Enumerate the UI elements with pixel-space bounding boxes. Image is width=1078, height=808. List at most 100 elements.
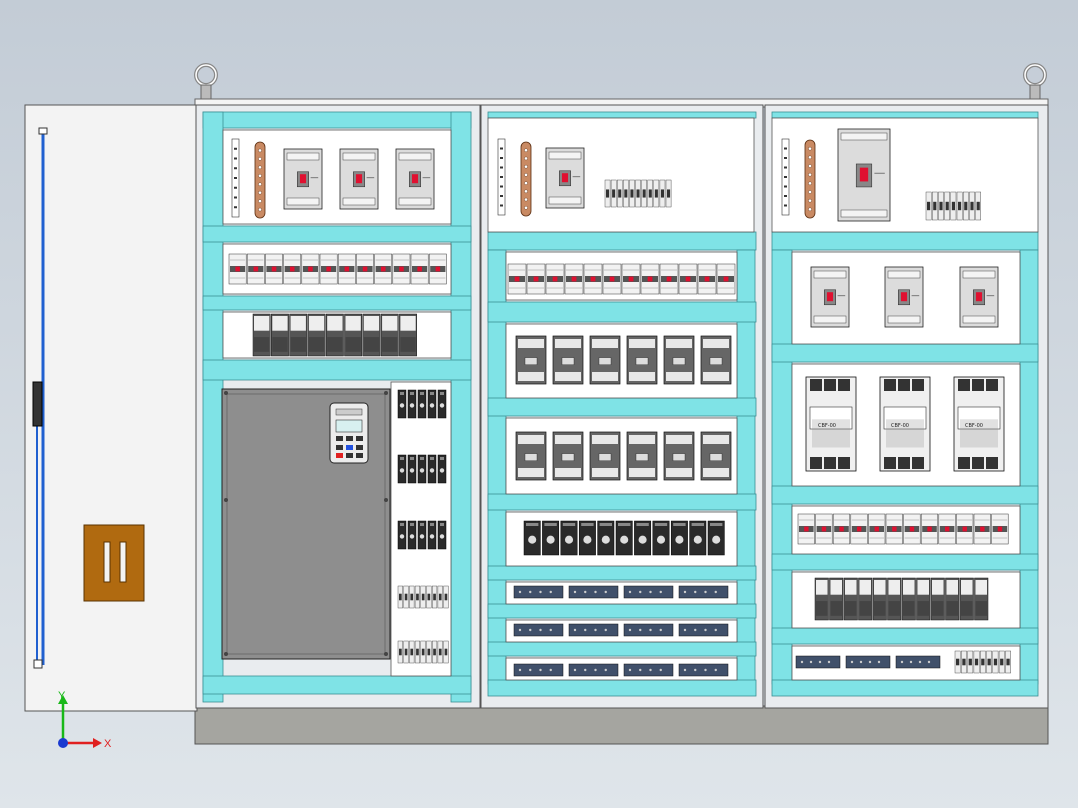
contactor <box>589 335 621 385</box>
terminal-block <box>980 650 986 674</box>
contactor <box>626 431 658 481</box>
contactor <box>515 431 547 481</box>
terminal-block <box>403 585 409 609</box>
terminal-block <box>665 179 672 208</box>
terminal-block <box>986 650 993 674</box>
terminal-block <box>409 585 415 609</box>
fuse-holder <box>652 520 670 556</box>
busbar-icon <box>520 141 532 217</box>
terminal-block <box>950 191 957 221</box>
mcb <box>885 513 903 545</box>
terminal-block <box>426 585 432 609</box>
axis-y-label: Y <box>58 690 66 702</box>
mcb <box>815 513 833 545</box>
mcb <box>428 253 447 285</box>
fuse-holder <box>407 520 417 550</box>
relay <box>271 313 289 357</box>
fuse-holder <box>689 520 707 556</box>
relay <box>252 313 271 357</box>
fuse-holder <box>427 454 437 484</box>
mcb <box>374 253 393 285</box>
mcb <box>507 263 527 295</box>
fuse-holder <box>397 389 407 419</box>
mcb <box>920 513 939 545</box>
fuse-holder <box>417 520 427 550</box>
circuit-breaker <box>545 147 585 209</box>
mcb <box>410 253 429 285</box>
terminal-block <box>403 640 409 664</box>
terminal-block <box>969 191 975 221</box>
mcb <box>564 263 584 295</box>
axis-x-label: X <box>104 738 112 750</box>
fuse-holder <box>578 520 596 556</box>
open-door <box>24 104 198 712</box>
relay <box>399 313 417 357</box>
mcb <box>973 513 991 545</box>
terminal-block <box>659 179 666 208</box>
relay <box>945 577 960 621</box>
terminal-block <box>641 179 647 208</box>
fuse-holder <box>560 520 578 556</box>
door-handle-icon <box>83 524 145 602</box>
contactor-large <box>879 376 931 472</box>
mcb <box>228 253 247 285</box>
terminal-block-row <box>513 585 729 599</box>
contactor <box>626 335 658 385</box>
fuse-holder <box>417 454 427 484</box>
mcb <box>850 513 868 545</box>
mcb <box>697 263 717 295</box>
contactor-large <box>805 376 857 472</box>
terminal-block <box>992 650 999 674</box>
contactor <box>663 335 695 385</box>
terminal-strip <box>231 138 240 218</box>
relay <box>362 313 381 357</box>
contactor <box>663 431 695 481</box>
mcb <box>283 253 302 285</box>
terminal-block-row <box>795 655 941 669</box>
mcb <box>356 253 374 285</box>
relay <box>916 577 931 621</box>
contactor-large <box>953 376 1005 472</box>
terminal-block <box>998 650 1005 674</box>
fuse-holder <box>542 520 560 556</box>
fuse-holder <box>707 520 725 556</box>
terminal-block <box>653 179 660 208</box>
fuse-holder <box>407 389 417 419</box>
busbar-icon <box>254 141 266 219</box>
terminal-block <box>420 640 426 664</box>
mcb <box>526 263 546 295</box>
terminal-block <box>961 650 967 674</box>
mcb <box>956 513 974 545</box>
fuse-holder <box>427 389 437 419</box>
contactor <box>700 335 732 385</box>
relay <box>325 313 344 357</box>
relay <box>858 577 873 621</box>
relay <box>814 577 829 621</box>
circuit-breaker <box>837 128 891 222</box>
relay <box>930 577 945 621</box>
terminal-block <box>1005 650 1011 674</box>
terminal-block <box>956 191 963 221</box>
relay <box>307 313 326 357</box>
fuse-holder <box>417 389 427 419</box>
mcb <box>678 263 698 295</box>
terminal-block <box>432 640 438 664</box>
relay <box>959 577 974 621</box>
terminal-block <box>437 640 443 664</box>
terminal-block <box>420 585 426 609</box>
lifting-eye-right <box>1023 63 1047 100</box>
contactor-label-group: CBF-00 CBF-00 CBF-00 <box>818 423 983 429</box>
terminal-block <box>973 650 980 674</box>
terminal-block <box>963 191 969 221</box>
terminal-block-row <box>513 623 729 637</box>
frequency-inverter <box>221 388 391 660</box>
terminal-block <box>426 640 432 664</box>
fuse-holder <box>670 520 688 556</box>
terminal-block <box>623 179 629 208</box>
terminal-block <box>604 179 611 208</box>
mcb <box>991 513 1009 545</box>
mcb <box>716 263 736 295</box>
terminal-block <box>944 191 950 221</box>
mcb <box>659 263 679 295</box>
fuse-holder <box>407 454 417 484</box>
